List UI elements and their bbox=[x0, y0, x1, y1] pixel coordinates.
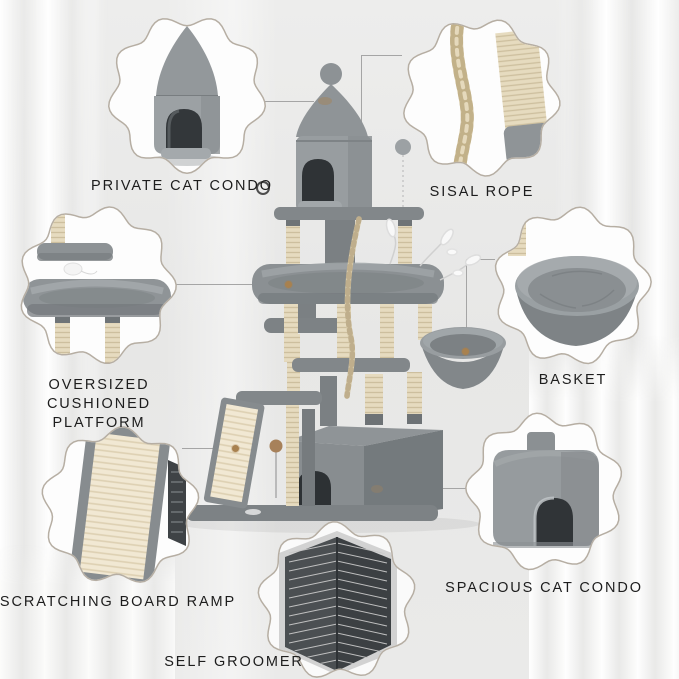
feather-toys bbox=[385, 218, 482, 281]
sisal-post bbox=[418, 304, 432, 340]
sisal-post bbox=[286, 220, 300, 268]
self-groomer-bubble bbox=[257, 521, 416, 678]
connector-line bbox=[175, 284, 288, 285]
sisal-post bbox=[407, 372, 422, 424]
sisal-post bbox=[286, 405, 299, 506]
plush-post bbox=[320, 376, 337, 426]
spacious-cat-condo-bubble bbox=[465, 412, 623, 571]
connector-line bbox=[361, 55, 362, 135]
plush-column bbox=[325, 220, 355, 268]
sisal-post bbox=[287, 334, 300, 391]
label-spacious-cat-condo: SPACIOUS CAT CONDO bbox=[445, 580, 643, 596]
base-board bbox=[186, 505, 438, 521]
bottom-condo bbox=[287, 426, 443, 521]
basket-bubble bbox=[494, 206, 652, 365]
private-cat-condo-bubble bbox=[107, 18, 267, 174]
label-basket: BASKET bbox=[538, 372, 608, 388]
top-platform bbox=[274, 207, 424, 220]
private-cat-condo-photo bbox=[109, 19, 265, 173]
anchor-dot bbox=[285, 281, 292, 288]
scratching-ramp-bubble bbox=[41, 426, 200, 583]
side-step bbox=[264, 318, 350, 333]
sisal-post bbox=[284, 304, 298, 362]
self-groomer-photo bbox=[259, 522, 414, 677]
sisal-post bbox=[337, 304, 351, 362]
connector-line bbox=[428, 488, 470, 489]
anchor-dot bbox=[232, 445, 239, 452]
label-private-cat-condo: PRIVATE CAT CONDO bbox=[91, 178, 273, 194]
connector-line bbox=[466, 259, 495, 260]
sisal-post bbox=[365, 374, 383, 424]
top-ball bbox=[320, 63, 342, 85]
connector-line bbox=[258, 101, 314, 102]
hanging-rope bbox=[344, 216, 362, 399]
connector-line bbox=[466, 259, 467, 351]
label-scratching-ramp: SCRATCHING BOARD RAMP bbox=[0, 594, 237, 610]
connector-line bbox=[361, 55, 402, 56]
sisal-post bbox=[380, 304, 394, 364]
label-sisal-rope: SISAL ROPE bbox=[429, 184, 535, 200]
sisal-post bbox=[398, 220, 412, 268]
label-oversized-platform: OVERSIZED CUSHIONED PLATFORM bbox=[46, 377, 152, 431]
sisal-rope-bubble bbox=[403, 19, 561, 177]
base-pom-toy bbox=[269, 439, 283, 498]
mid-platform bbox=[292, 358, 410, 372]
anchor-dot bbox=[462, 348, 469, 355]
scratching-ramp bbox=[203, 397, 265, 509]
plush-post bbox=[302, 409, 315, 506]
oversized-platform-bubble bbox=[20, 206, 177, 364]
oversized-platform-photo bbox=[22, 207, 176, 363]
ramp-shelf bbox=[236, 391, 322, 405]
label-self-groomer: SELF GROOMER bbox=[164, 654, 304, 670]
